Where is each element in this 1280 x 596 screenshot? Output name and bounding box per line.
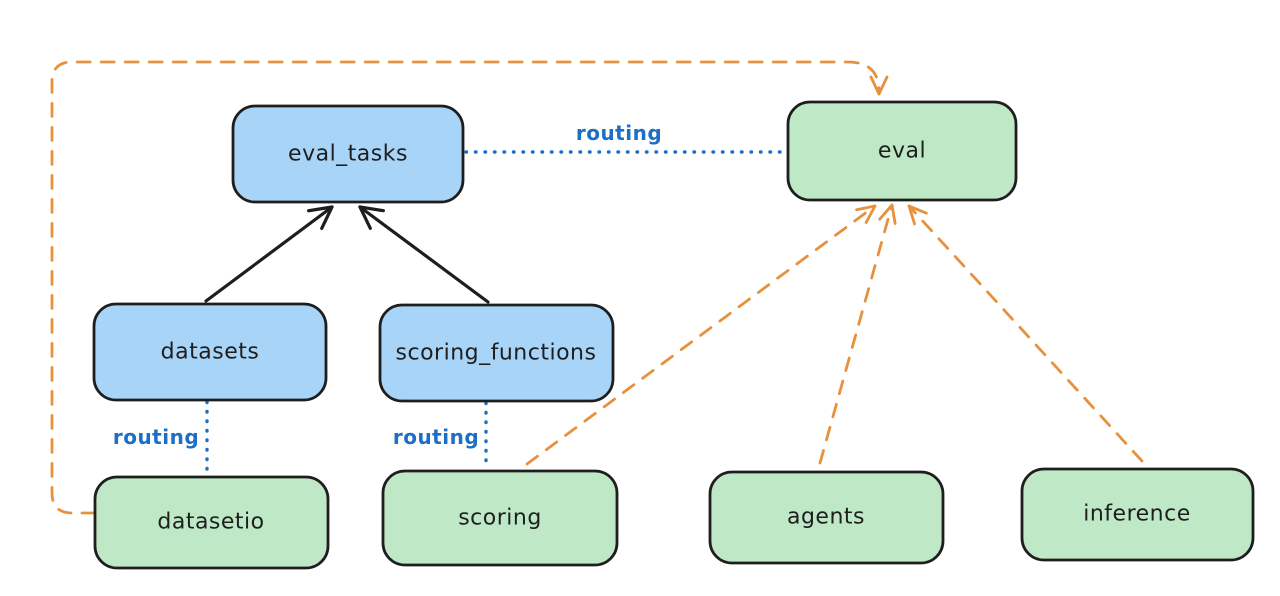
edge-datasets-to-eval_tasks	[204, 205, 334, 303]
edge-scoring_functions-to-eval_tasks	[358, 205, 490, 304]
node-scoring: scoring	[381, 469, 619, 567]
node-scoring_functions-label: scoring_functions	[396, 341, 597, 366]
routing-label-scoring: routing	[393, 425, 479, 449]
node-datasetio-box	[93, 475, 330, 570]
node-scoring-label: scoring	[458, 506, 542, 531]
node-datasets: datasets	[92, 302, 328, 402]
edge-agents-to-eval	[818, 203, 897, 465]
node-eval-label: eval	[878, 139, 926, 164]
node-inference-label: inference	[1083, 502, 1191, 527]
node-datasets-label: datasets	[161, 340, 260, 365]
node-agents-label: agents	[787, 505, 865, 530]
routing-label-top: routing	[576, 121, 662, 145]
node-eval-box	[786, 100, 1018, 202]
node-datasetio-label: datasetio	[157, 510, 264, 535]
node-eval: eval	[786, 100, 1018, 202]
edge-inference-to-eval	[907, 204, 1144, 463]
edge-datasetio-to-eval	[50, 60, 889, 515]
node-eval_tasks-box	[231, 104, 465, 204]
node-agents: agents	[708, 470, 945, 565]
node-datasetio: datasetio	[93, 475, 330, 570]
node-datasets-box	[92, 302, 328, 402]
node-agents-box	[708, 470, 945, 565]
node-inference-box	[1020, 467, 1255, 562]
node-eval_tasks: eval_tasks	[231, 104, 465, 204]
node-inference: inference	[1020, 467, 1255, 562]
node-eval_tasks-label: eval_tasks	[288, 142, 408, 167]
edge-scoring-to-eval	[525, 204, 877, 466]
routing-label-datasets: routing	[113, 425, 199, 449]
node-scoring_functions-box	[378, 303, 615, 403]
node-scoring_functions: scoring_functions	[378, 303, 615, 403]
node-scoring-box	[381, 469, 619, 567]
